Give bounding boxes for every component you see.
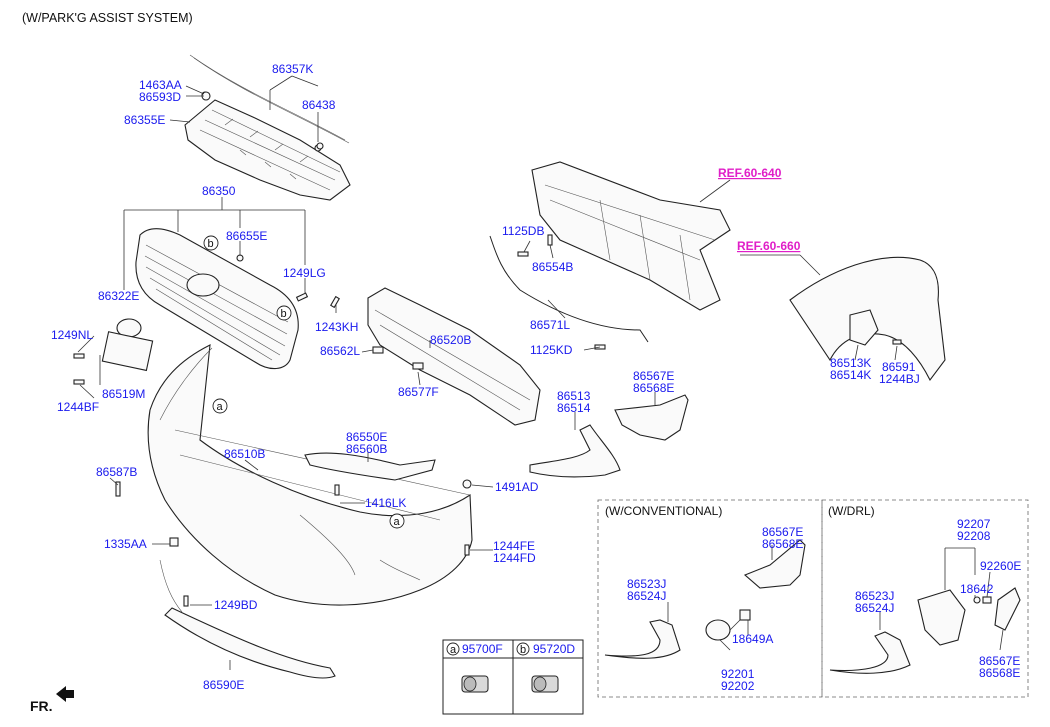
label-1249NL: 1249NL bbox=[51, 328, 93, 342]
label-1463AA: 1463AA bbox=[139, 78, 182, 92]
label-86568E: 86568E bbox=[633, 381, 674, 395]
label-86590E: 86590E bbox=[203, 678, 244, 692]
conv-label-86523J: 86523J bbox=[627, 577, 666, 591]
label-86513: 86513 bbox=[557, 389, 591, 403]
callout-a-right: a bbox=[389, 513, 405, 529]
callout-b-bumper: b bbox=[276, 305, 292, 321]
callout-b-grille: b bbox=[203, 235, 219, 251]
drl-box: (W/DRL) 92207 92208 92260E 18642 86523J … bbox=[821, 499, 1029, 698]
label-86519M: 86519M bbox=[102, 387, 145, 401]
label-86357K: 86357K bbox=[272, 62, 313, 76]
sensor-a-drawing bbox=[461, 675, 489, 693]
sensor-b-part: 95720D bbox=[533, 642, 575, 656]
lower-lip-drawing bbox=[164, 607, 336, 679]
bumper-cover-drawing bbox=[147, 344, 473, 606]
front-label: FR. bbox=[30, 698, 53, 714]
label-1416LK: 1416LK bbox=[365, 496, 406, 510]
ref-60-660[interactable]: REF.60-660 bbox=[737, 239, 801, 253]
svg-text:b: b bbox=[208, 238, 214, 250]
label-86571L: 86571L bbox=[530, 318, 570, 332]
label-86593D: 86593D bbox=[139, 90, 181, 104]
drl-label-86567E: 86567E bbox=[979, 654, 1020, 668]
bumper-strip-drawing bbox=[489, 235, 649, 343]
sensor-b-drawing bbox=[531, 675, 559, 693]
fog-bezel-drawing bbox=[529, 424, 621, 478]
conv-label-18649A: 18649A bbox=[732, 632, 773, 646]
label-86554B: 86554B bbox=[532, 260, 573, 274]
label-1244FD: 1244FD bbox=[493, 551, 536, 565]
body-frame-drawing bbox=[531, 161, 731, 311]
svg-text:a: a bbox=[217, 401, 224, 413]
part-labels: 1463AA 86593D 86357K 86438 86355E 86350 … bbox=[51, 62, 920, 692]
drl-label-86523J: 86523J bbox=[855, 589, 894, 603]
label-86655E: 86655E bbox=[226, 229, 267, 243]
label-86591: 86591 bbox=[882, 360, 916, 374]
label-86562L: 86562L bbox=[320, 344, 360, 358]
svg-text:b: b bbox=[281, 308, 287, 320]
label-86560B: 86560B bbox=[346, 442, 387, 456]
drl-label-92260E: 92260E bbox=[980, 559, 1021, 573]
svg-text:a: a bbox=[394, 516, 401, 528]
sensor-a-part: 95700F bbox=[462, 642, 503, 656]
label-86510B: 86510B bbox=[224, 447, 265, 461]
drl-label-86568E: 86568E bbox=[979, 666, 1020, 680]
conv-label-86567E: 86567E bbox=[762, 525, 803, 539]
label-1244BJ: 1244BJ bbox=[879, 372, 920, 386]
drl-label-18642: 18642 bbox=[960, 582, 994, 596]
label-86322E: 86322E bbox=[98, 289, 139, 303]
label-1335AA: 1335AA bbox=[104, 537, 147, 551]
diagram-title: (W/PARK'G ASSIST SYSTEM) bbox=[22, 11, 193, 25]
label-1491AD: 1491AD bbox=[495, 480, 539, 494]
label-86513K: 86513K bbox=[830, 356, 871, 370]
grille-cover-drawing bbox=[184, 54, 351, 201]
drl-label-92208: 92208 bbox=[957, 529, 991, 543]
drl-label-86524J: 86524J bbox=[855, 601, 894, 615]
conv-label-86568E: 86568E bbox=[762, 537, 803, 551]
label-1244BF: 1244BF bbox=[57, 400, 99, 414]
bumper-beam-drawing bbox=[367, 287, 541, 426]
ref-60-640[interactable]: REF.60-640 bbox=[718, 166, 782, 180]
conventional-title: (W/CONVENTIONAL) bbox=[605, 504, 722, 518]
leader-lines bbox=[77, 75, 898, 670]
label-86514: 86514 bbox=[557, 401, 591, 415]
label-1249BD: 1249BD bbox=[214, 598, 258, 612]
radiator-grille-drawing bbox=[101, 228, 299, 372]
callout-a-left: a bbox=[212, 398, 228, 414]
label-1249LG: 1249LG bbox=[283, 266, 326, 280]
label-1243KH: 1243KH bbox=[315, 320, 358, 334]
fog-cover-drawing bbox=[614, 394, 689, 441]
label-1125DB: 1125DB bbox=[502, 224, 544, 238]
label-1244FE: 1244FE bbox=[493, 539, 535, 553]
label-86520B: 86520B bbox=[430, 333, 471, 347]
drl-label-92207: 92207 bbox=[957, 517, 991, 531]
conv-label-92202: 92202 bbox=[721, 679, 755, 693]
label-86577F: 86577F bbox=[398, 385, 439, 399]
label-86550E: 86550E bbox=[346, 430, 387, 444]
label-86514K: 86514K bbox=[830, 368, 871, 382]
conventional-box: (W/CONVENTIONAL) 86567E 86568E 86523J 86… bbox=[597, 499, 823, 698]
side-bracket-drawing bbox=[849, 309, 879, 346]
label-86438: 86438 bbox=[302, 98, 336, 112]
front-direction-indicator: FR. bbox=[30, 686, 74, 714]
label-86355E: 86355E bbox=[124, 113, 165, 127]
drl-title: (W/DRL) bbox=[828, 504, 875, 518]
sensor-table: a 95700F b 95720D bbox=[442, 639, 584, 715]
label-1125KD: 1125KD bbox=[530, 343, 573, 357]
svg-text:a: a bbox=[450, 644, 457, 656]
conv-label-92201: 92201 bbox=[721, 667, 755, 681]
label-86350: 86350 bbox=[202, 184, 236, 198]
label-86587B: 86587B bbox=[96, 465, 137, 479]
front-arrow-icon bbox=[56, 686, 74, 702]
label-86567E: 86567E bbox=[633, 369, 674, 383]
side-retainer-drawing bbox=[304, 452, 436, 481]
svg-text:b: b bbox=[520, 644, 526, 656]
conv-label-86524J: 86524J bbox=[627, 589, 666, 603]
